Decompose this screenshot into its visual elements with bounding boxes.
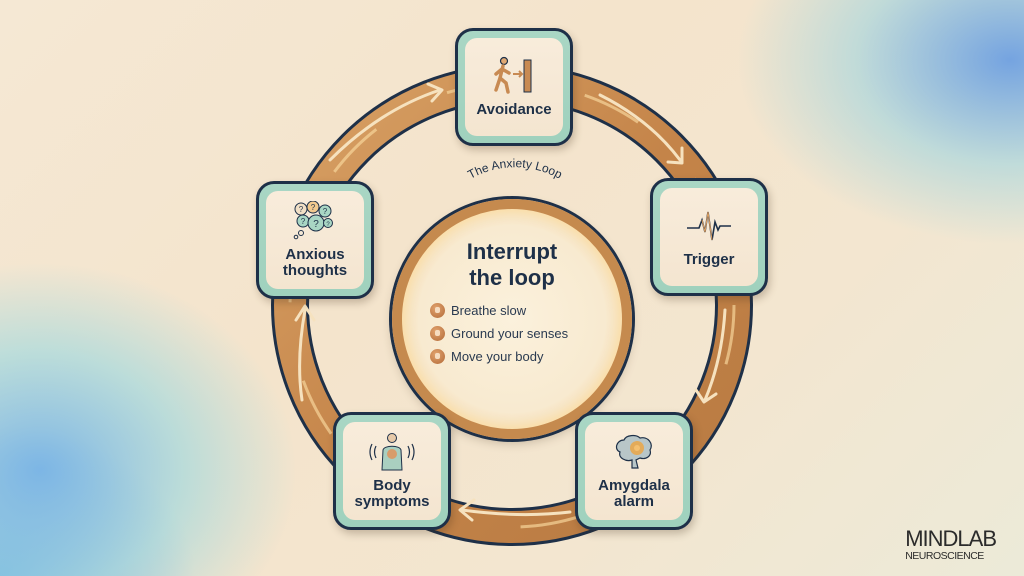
body-vibration-icon: [369, 433, 415, 471]
node-label: thoughts: [282, 262, 348, 279]
node-label: alarm: [613, 493, 655, 510]
ring-title: The Anxiety Loop: [465, 156, 565, 182]
node-label: Anxious: [285, 246, 345, 263]
exit-door-icon: [494, 56, 532, 94]
svg-text:?: ?: [313, 219, 319, 230]
flow-arrow-icon: [294, 82, 727, 522]
node-label: Amygdala: [598, 477, 670, 494]
center-panel: Interrupt the loop Breathe slow Ground y…: [392, 199, 632, 439]
strategy-list: Breathe slow Ground your senses Move you…: [430, 299, 568, 368]
breath-icon: [430, 303, 445, 318]
node-body-symptoms: Body symptoms: [333, 412, 451, 530]
brain-icon: [615, 434, 652, 469]
person-icon: [430, 326, 445, 341]
node-avoidance: Avoidance: [455, 28, 573, 146]
node-trigger: Trigger: [650, 178, 768, 296]
svg-text:?: ?: [323, 207, 328, 216]
node-label: Trigger: [683, 251, 735, 268]
strategy-item-breathe: Breathe slow: [430, 299, 568, 322]
strategy-label: Breathe slow: [451, 303, 527, 318]
brand-name: MINDLAB: [905, 526, 997, 551]
node-label: Avoidance: [476, 101, 552, 118]
node-amygdala-alarm: Amygdala alarm: [575, 412, 693, 530]
svg-text:?: ?: [301, 217, 306, 226]
brand-logo: MINDLAB NEUROSCIENCE: [905, 526, 997, 563]
question-bubbles-icon: ? ? ? ? ? ?: [293, 201, 333, 240]
strategy-item-ground: Ground your senses: [430, 322, 568, 345]
walking-icon: [430, 349, 445, 364]
svg-text:?: ?: [311, 203, 316, 212]
center-title-line1: Interrupt: [466, 239, 558, 264]
pulse-wave-icon: [687, 211, 731, 241]
center-title-line2: the loop: [469, 265, 555, 290]
strategy-label: Ground your senses: [451, 326, 569, 341]
node-anxious-thoughts: ? ? ? ? ? ? Anxious thoughts: [256, 181, 374, 299]
node-label: Body: [373, 477, 411, 494]
strategy-label: Move your body: [451, 349, 544, 364]
center-title: Interrupt the loop: [402, 239, 622, 291]
svg-text:?: ?: [299, 205, 304, 214]
node-label: symptoms: [354, 493, 430, 510]
strategy-item-move: Move your body: [430, 345, 568, 368]
brand-subtitle: NEUROSCIENCE: [905, 550, 984, 562]
svg-text:?: ?: [326, 222, 330, 228]
